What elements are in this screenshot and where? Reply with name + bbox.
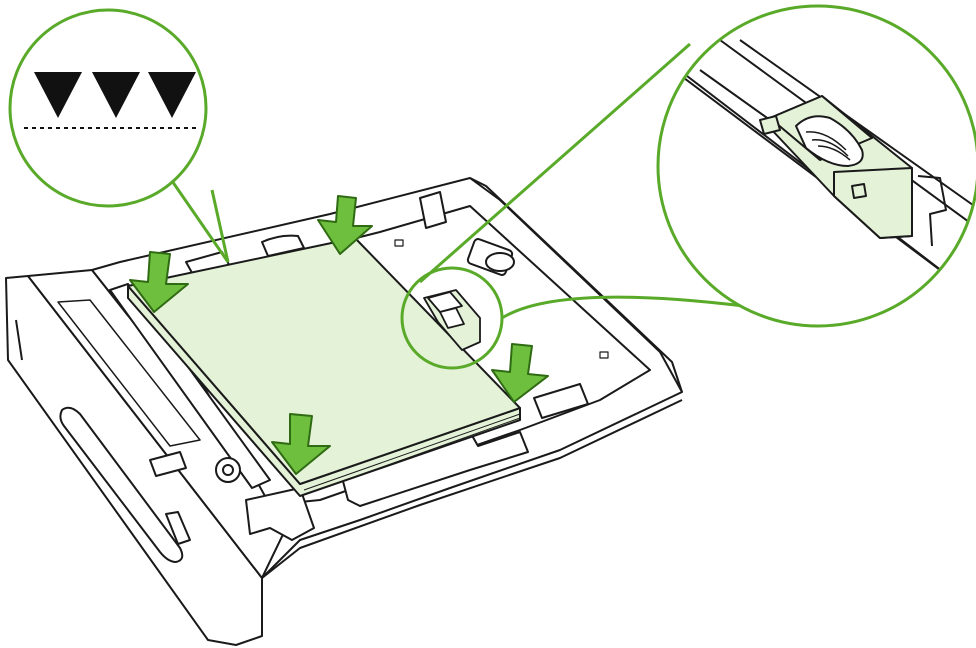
callout-connectors bbox=[168, 42, 761, 320]
detail-latch-ribs bbox=[805, 131, 851, 161]
paper-top-sheet bbox=[127, 237, 521, 485]
tray-floor-mark-1 bbox=[394, 239, 404, 247]
load-arrow-left bbox=[129, 251, 189, 313]
load-arrow-bottom bbox=[271, 413, 331, 475]
tray-floor-knob bbox=[485, 252, 515, 272]
fill-limit-mark-3 bbox=[148, 72, 196, 118]
guide-connector-lower bbox=[501, 295, 761, 320]
fill-limit-ring bbox=[8, 8, 208, 208]
tray-front-window bbox=[57, 299, 201, 447]
tray-right-wall bbox=[469, 177, 683, 393]
tray-left-guide-strip bbox=[109, 283, 271, 489]
detail-left-tab bbox=[759, 115, 781, 135]
guide-connector-upper bbox=[419, 42, 691, 284]
guide-tab-knob bbox=[439, 307, 465, 329]
guide-detail-ring bbox=[656, 4, 976, 328]
load-arrow-right bbox=[491, 343, 549, 403]
load-arrow-top bbox=[317, 195, 373, 255]
tray-floor-mark-2 bbox=[599, 351, 609, 359]
load-arrows bbox=[129, 195, 549, 475]
guide-detail-callout bbox=[656, 4, 976, 328]
fill-limit-callout bbox=[8, 8, 208, 208]
fill-limit-connector bbox=[168, 177, 230, 263]
paper-stack bbox=[127, 237, 521, 497]
tray-handle-slot bbox=[59, 406, 184, 563]
tray-front-small-slot bbox=[165, 511, 191, 545]
tray-side-clip bbox=[149, 451, 187, 477]
tray-front-edge-mark bbox=[15, 319, 23, 361]
tray-width-guide bbox=[533, 383, 589, 419]
detail-small-mark bbox=[851, 183, 867, 199]
detail-right-clip bbox=[917, 175, 947, 247]
tray-dial-center bbox=[222, 464, 234, 476]
fill-limit-mark-2 bbox=[92, 72, 140, 118]
tray-back-tab bbox=[419, 191, 447, 229]
fill-limit-mark-1 bbox=[34, 72, 82, 118]
paper-edge-lines bbox=[303, 413, 521, 495]
guide-tab-cap bbox=[427, 291, 463, 313]
tray-front-lip bbox=[261, 399, 683, 579]
